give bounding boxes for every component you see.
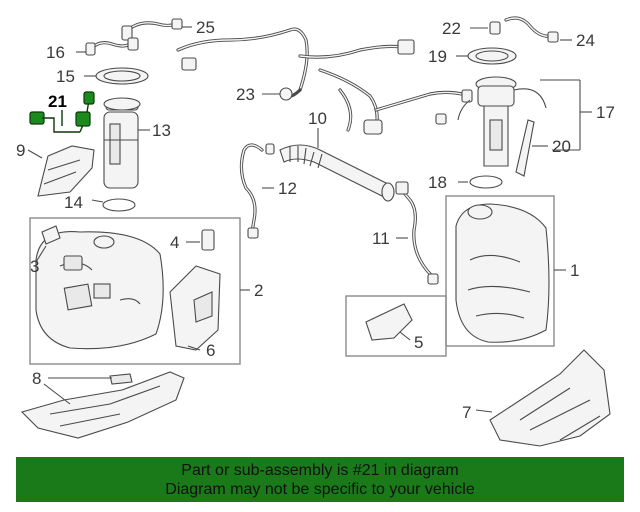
part-6-shield: [169, 265, 221, 351]
callout-5: 5: [414, 333, 423, 352]
callout-4: 4: [170, 233, 179, 252]
callout-24: 24: [576, 31, 595, 50]
part-15-lock-ring: [84, 67, 149, 85]
part-5-shield: [345, 295, 447, 357]
part-22-connector: [470, 21, 501, 35]
callout-19: 19: [428, 47, 447, 66]
parts-diagram: 25 16 15 21 13 9 14 23 10 12 11 22 24 19…: [16, 16, 615, 447]
callout-21: 21: [48, 92, 67, 111]
callout-10: 10: [308, 109, 327, 128]
part-8-skid-plate: [20, 371, 185, 439]
part-3-pad: [35, 225, 61, 263]
part-4-clip: [186, 229, 215, 251]
callout-22: 22: [442, 19, 461, 38]
callout-18: 18: [428, 173, 447, 192]
part-13-pump-module: [103, 97, 150, 189]
part-21-harness-highlighted: [29, 91, 95, 133]
callout-13: 13: [152, 121, 171, 140]
callout-14: 14: [64, 193, 83, 212]
part-2-tank: [35, 231, 164, 350]
callout-2: 2: [254, 281, 263, 300]
callout-12: 12: [278, 179, 297, 198]
part-9-shield: [27, 145, 95, 197]
part-19-lock-ring: [456, 47, 517, 65]
part-23-main-harness: [176, 27, 473, 135]
callout-25: 25: [196, 18, 215, 37]
callout-23: 23: [236, 85, 255, 104]
callout-20: 20: [552, 137, 571, 156]
part-25-harness: [121, 18, 192, 41]
part-1-tank: [445, 195, 566, 347]
part-11-hose: [395, 181, 439, 285]
callout-3: 3: [30, 257, 39, 276]
callout-1: 1: [570, 261, 579, 280]
part-10-filler-pipe: [279, 128, 395, 202]
callout-17: 17: [596, 103, 615, 122]
part-2-group-box: [29, 217, 241, 365]
part-14-seal: [91, 198, 136, 212]
callout-6: 6: [206, 341, 215, 360]
callout-7: 7: [462, 403, 471, 422]
banner-line-part: Part or sub-assembly is #21 in diagram: [181, 462, 459, 479]
part-16-harness: [76, 37, 139, 56]
part-17-sender-assembly: [457, 76, 592, 167]
banner-line-disclaimer: Diagram may not be specific to your vehi…: [165, 481, 475, 498]
callout-15: 15: [56, 67, 75, 86]
part-info-banner: Part or sub-assembly is #21 in diagram D…: [16, 457, 624, 502]
part-18-seal: [458, 175, 503, 189]
callout-8: 8: [32, 369, 41, 388]
callout-16: 16: [46, 43, 65, 62]
part-24-harness: [504, 16, 572, 43]
callout-9: 9: [16, 141, 25, 160]
part-7-skid-plate: [475, 349, 611, 447]
part-12-vent-tube: [239, 143, 275, 239]
part-20-bracket: [515, 119, 548, 177]
callout-11: 11: [372, 229, 390, 248]
